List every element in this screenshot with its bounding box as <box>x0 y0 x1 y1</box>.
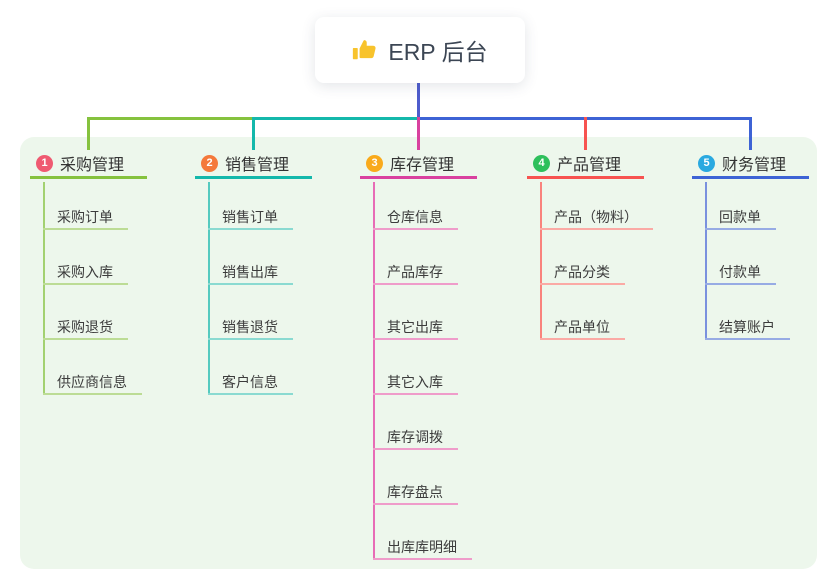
child-node[interactable]: 采购入库 <box>43 261 128 285</box>
branch-drop-line <box>252 117 255 150</box>
branch-number-badge: 1 <box>36 154 53 172</box>
branch-spine-line <box>540 182 542 340</box>
root-node-erp[interactable]: ERP 后台 <box>315 17 525 83</box>
branch-spine-line <box>208 182 210 395</box>
root-node-label: ERP 后台 <box>388 39 488 65</box>
child-node[interactable]: 供应商信息 <box>43 371 142 395</box>
child-node[interactable]: 采购退货 <box>43 316 128 340</box>
branch-drop-line <box>749 117 752 150</box>
branch-title-node[interactable]: 4 产品管理 <box>527 147 644 179</box>
branch-spine-line <box>373 182 375 560</box>
branch-title-label: 采购管理 <box>60 157 125 174</box>
branch-title-label: 财务管理 <box>722 157 787 174</box>
branch-drop-line <box>417 117 420 150</box>
branch-bus-line <box>252 117 420 120</box>
child-node[interactable]: 产品库存 <box>373 261 458 285</box>
child-node[interactable]: 销售退货 <box>208 316 293 340</box>
branch-title-label: 销售管理 <box>225 157 290 174</box>
child-node[interactable]: 销售出库 <box>208 261 293 285</box>
branch-drop-line <box>584 117 587 150</box>
child-node[interactable]: 付款单 <box>705 261 776 285</box>
child-node[interactable]: 产品（物料） <box>540 206 653 230</box>
child-node[interactable]: 仓库信息 <box>373 206 458 230</box>
branch-number-badge: 5 <box>698 154 715 172</box>
branch-group-background <box>20 137 817 569</box>
branch-drop-line <box>87 117 90 150</box>
thumbs-up-icon <box>353 40 376 60</box>
branch-number-badge: 4 <box>533 154 550 172</box>
child-node[interactable]: 其它入库 <box>373 371 458 395</box>
child-node[interactable]: 结算账户 <box>705 316 790 340</box>
branch-spine-line <box>43 182 45 395</box>
child-node[interactable]: 产品单位 <box>540 316 625 340</box>
branch-title-node[interactable]: 5 财务管理 <box>692 147 809 179</box>
child-node[interactable]: 库存调拨 <box>373 426 458 450</box>
child-node[interactable]: 其它出库 <box>373 316 458 340</box>
branch-title-label: 产品管理 <box>557 157 622 174</box>
branch-title-label: 库存管理 <box>390 157 455 174</box>
branch-number-badge: 2 <box>201 154 218 172</box>
child-node[interactable]: 出库库明细 <box>373 536 472 560</box>
branch-number-badge: 3 <box>366 154 383 172</box>
child-node[interactable]: 采购订单 <box>43 206 128 230</box>
child-node[interactable]: 库存盘点 <box>373 481 458 505</box>
child-node[interactable]: 产品分类 <box>540 261 625 285</box>
child-node[interactable]: 回款单 <box>705 206 776 230</box>
branch-title-node[interactable]: 3 库存管理 <box>360 147 477 179</box>
branch-title-node[interactable]: 2 销售管理 <box>195 147 312 179</box>
branch-spine-line <box>705 182 707 340</box>
child-node[interactable]: 客户信息 <box>208 371 293 395</box>
root-connector-line <box>417 83 420 120</box>
child-node[interactable]: 销售订单 <box>208 206 293 230</box>
branch-title-node[interactable]: 1 采购管理 <box>30 147 147 179</box>
